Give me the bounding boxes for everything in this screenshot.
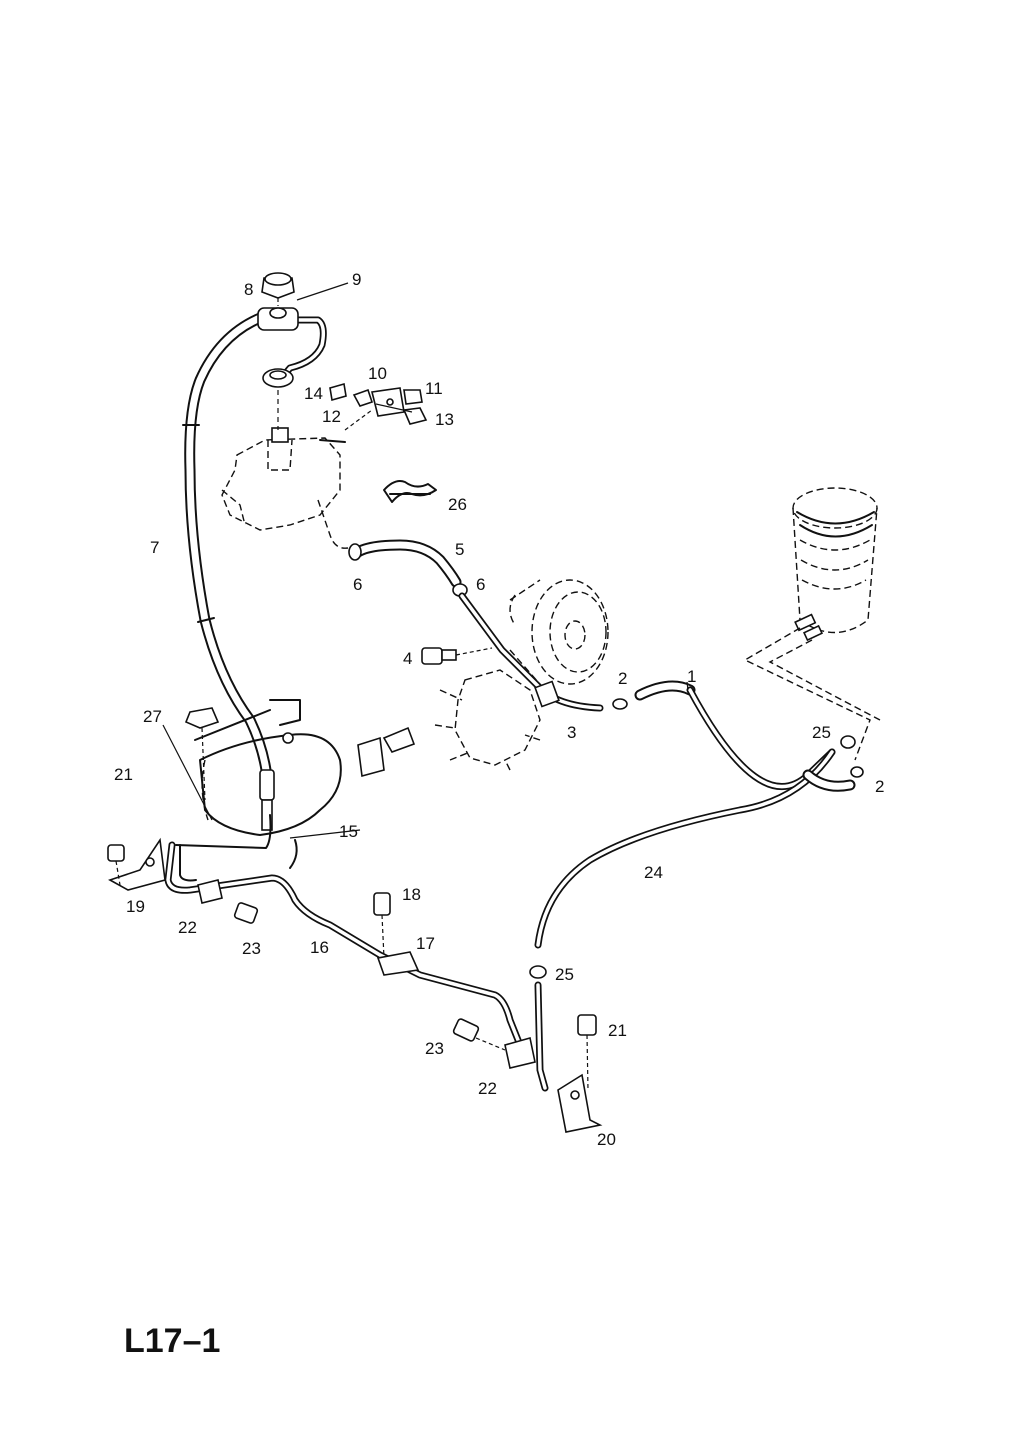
- bracket-right[interactable]: [557, 1073, 603, 1133]
- callout-19: 19: [126, 897, 145, 916]
- hex-nut[interactable]: [261, 272, 295, 299]
- hose-clip[interactable]: [383, 480, 437, 503]
- bolt-21-right[interactable]: [577, 1014, 597, 1091]
- callout-20: 20: [597, 1130, 616, 1149]
- suction-pipe[interactable]: [458, 592, 604, 712]
- pipe-clamp-22-right[interactable]: [504, 1036, 536, 1069]
- callout-2b: 2: [875, 777, 884, 796]
- callout-6b: 6: [476, 575, 485, 594]
- callout-21a: 21: [114, 765, 133, 784]
- vertical-pipe[interactable]: [534, 981, 549, 1092]
- callout-3: 3: [567, 723, 576, 742]
- callout-9: 9: [352, 270, 361, 289]
- callout-25a: 25: [812, 723, 831, 742]
- callout-24: 24: [644, 863, 663, 882]
- callout-21b: 21: [608, 1021, 627, 1040]
- steering-gear-housing[interactable]: [221, 427, 349, 549]
- callout-4: 4: [403, 649, 412, 668]
- callout-5: 5: [455, 540, 464, 559]
- banjo-union[interactable]: [257, 307, 327, 384]
- bolt-21-left[interactable]: [107, 844, 125, 886]
- callout-8: 8: [244, 280, 253, 299]
- pressure-pipe[interactable]: [164, 814, 522, 1044]
- cooling-fan[interactable]: [434, 669, 541, 771]
- callout-11: 11: [425, 379, 443, 398]
- callout-2a: 2: [618, 669, 627, 688]
- return-pipe-hose[interactable]: [634, 680, 696, 701]
- fluid-reservoir[interactable]: [743, 487, 881, 761]
- bolt-23-left[interactable]: [233, 902, 259, 924]
- callout-27: 27: [143, 707, 162, 726]
- callout-23a: 23: [242, 939, 261, 958]
- callout-25b: 25: [555, 965, 574, 984]
- clamp-2a[interactable]: [612, 698, 628, 710]
- callout-17: 17: [416, 934, 435, 953]
- return-line[interactable]: [534, 686, 836, 949]
- callout-14: 14: [304, 384, 323, 403]
- return-hose[interactable]: [352, 539, 462, 588]
- pipe-clamp-22-left[interactable]: [197, 879, 223, 904]
- pressure-switch[interactable]: [357, 726, 416, 778]
- callout-18: 18: [402, 885, 421, 904]
- clamp-25[interactable]: [529, 735, 856, 979]
- bolt-18[interactable]: [373, 892, 391, 959]
- callout-10: 10: [368, 364, 387, 383]
- callout-6a: 6: [353, 575, 362, 594]
- callout-1: 1: [687, 667, 696, 686]
- diagram-code: L17–1: [124, 1322, 220, 1360]
- hose-fitting[interactable]: [259, 769, 275, 831]
- callout-7: 7: [150, 538, 159, 557]
- bolt[interactable]: [421, 647, 457, 665]
- return-hose-end[interactable]: [802, 769, 856, 792]
- callout-22a: 22: [178, 918, 197, 937]
- clamp-2b[interactable]: [850, 766, 864, 778]
- callout-23b: 23: [425, 1039, 444, 1058]
- callout-13: 13: [435, 410, 454, 429]
- callout-15: 15: [339, 822, 358, 841]
- bracket-hardware[interactable]: [329, 382, 428, 431]
- pipe-clamp-17[interactable]: [376, 951, 420, 976]
- mount-nut[interactable]: [184, 707, 220, 801]
- callout-labels: 1 2 2 3 4 5 6 6 7 8 9 10 11 12 13 14 15 …: [114, 270, 884, 1149]
- callout-12: 12: [322, 407, 341, 426]
- callout-22b: 22: [478, 1079, 497, 1098]
- leader-lines: [162, 282, 689, 839]
- bolt-23-right[interactable]: [452, 1018, 506, 1051]
- pressure-hose[interactable]: [182, 312, 272, 776]
- sealing-washer[interactable]: [262, 368, 294, 388]
- callout-26: 26: [448, 495, 467, 514]
- callout-16: 16: [310, 938, 329, 957]
- bracket-left[interactable]: [108, 837, 166, 891]
